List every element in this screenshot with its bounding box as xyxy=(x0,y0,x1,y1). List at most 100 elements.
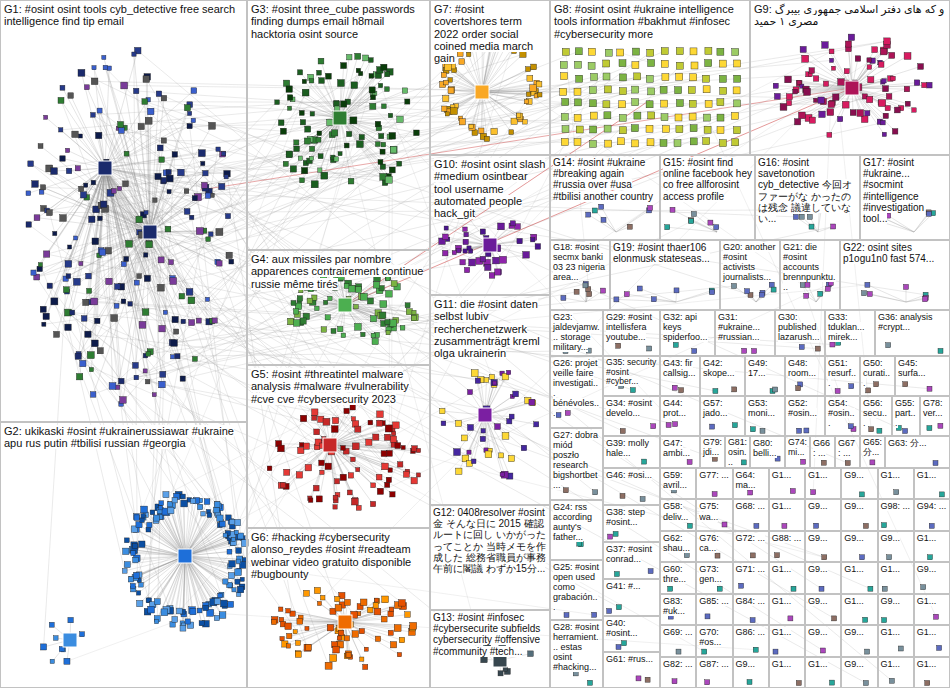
vertex-icon xyxy=(296,472,302,478)
network-edge xyxy=(330,445,419,451)
network-edge xyxy=(200,231,623,431)
vertex-icon xyxy=(372,338,378,344)
vertex-icon xyxy=(411,478,417,484)
vertex-icon xyxy=(220,151,226,157)
network-edge xyxy=(105,100,148,168)
network-edge xyxy=(105,168,195,359)
network-edge xyxy=(340,56,358,118)
vertex-icon xyxy=(319,460,325,466)
vertex-icon xyxy=(328,296,332,300)
vertex-icon xyxy=(367,607,373,613)
network-edge xyxy=(330,423,383,445)
network-edge xyxy=(125,556,185,571)
vertex-icon xyxy=(389,133,396,140)
vertex-icon xyxy=(102,55,106,59)
vertex-icon xyxy=(136,216,143,223)
vertex-icon xyxy=(203,171,208,176)
vertex-icon xyxy=(68,93,74,99)
network-edge xyxy=(127,540,185,556)
vertex-icon xyxy=(38,144,43,149)
network-edge xyxy=(105,168,171,262)
vertex-icon xyxy=(172,316,178,322)
vertex-icon xyxy=(136,591,140,595)
network-edge xyxy=(177,351,565,356)
vertex-icon xyxy=(224,175,228,179)
vertex-icon xyxy=(155,173,161,179)
vertex-icon xyxy=(384,434,390,440)
vertex-icon xyxy=(153,198,157,202)
vertex-icon xyxy=(390,492,395,497)
vertex-icon xyxy=(184,105,190,111)
network-edge xyxy=(68,168,105,313)
vertex-icon xyxy=(218,593,223,598)
vertex-icon xyxy=(370,103,376,109)
vertex-icon xyxy=(172,152,177,157)
vertex-icon xyxy=(42,322,46,326)
network-edge xyxy=(150,232,162,385)
network-edge xyxy=(798,88,852,122)
vertex-icon xyxy=(356,505,361,510)
network-edge xyxy=(627,294,676,302)
vertex-icon xyxy=(163,310,167,314)
vertex-icon xyxy=(278,120,284,126)
network-edge xyxy=(185,556,242,587)
vertex-icon xyxy=(131,551,136,556)
vertex-icon xyxy=(300,178,305,183)
vertex-icon xyxy=(72,131,78,137)
vertex-icon xyxy=(122,569,127,574)
vertex-icon xyxy=(147,522,152,527)
vertex-icon xyxy=(290,166,296,172)
vertex-icon xyxy=(159,325,166,332)
vertex-icon xyxy=(291,301,296,306)
vertex-icon xyxy=(400,325,405,330)
vertex-icon xyxy=(40,306,46,312)
network-edge xyxy=(123,232,150,400)
network-edge xyxy=(63,88,106,168)
vertex-icon xyxy=(121,82,128,89)
vertex-icon xyxy=(377,420,383,426)
vertex-icon xyxy=(44,115,48,119)
vertex-icon xyxy=(397,161,402,166)
hub-avatar xyxy=(338,298,352,312)
network-edge xyxy=(340,118,383,177)
network-edge xyxy=(67,133,319,264)
vertex-icon xyxy=(286,152,292,158)
network-edge xyxy=(150,232,199,321)
vertex-icon xyxy=(166,170,171,175)
network-edge xyxy=(230,288,355,537)
vertex-icon xyxy=(347,131,352,136)
vertex-icon xyxy=(363,664,368,669)
vertex-icon xyxy=(185,619,190,624)
network-edge xyxy=(113,84,826,386)
vertex-icon xyxy=(232,588,236,592)
vertex-icon xyxy=(341,63,347,69)
vertex-icon xyxy=(39,190,44,195)
vertex-icon xyxy=(369,58,374,63)
network-edge xyxy=(50,286,239,537)
network-edge xyxy=(150,192,209,233)
network-edge xyxy=(485,415,502,474)
vertex-icon xyxy=(316,137,321,142)
vertex-icon xyxy=(351,457,356,462)
network-edge xyxy=(185,556,206,624)
network-edge xyxy=(93,232,150,394)
vertex-icon xyxy=(349,286,356,293)
network-edge xyxy=(84,232,150,318)
network-edge xyxy=(185,501,193,556)
vertex-icon xyxy=(134,375,139,380)
vertex-icon xyxy=(137,600,143,606)
vertex-icon xyxy=(205,193,210,198)
vertex-icon xyxy=(153,515,159,521)
vertex-icon xyxy=(166,175,173,182)
hub-avatar xyxy=(63,633,77,647)
vertex-icon xyxy=(412,310,416,314)
vertex-icon xyxy=(332,417,338,423)
network-edge xyxy=(305,118,340,171)
vertex-icon xyxy=(380,312,386,318)
network-edge xyxy=(68,168,105,264)
vertex-icon xyxy=(267,466,272,471)
vertex-icon xyxy=(87,352,94,359)
network-edge xyxy=(84,318,619,607)
vertex-icon xyxy=(302,89,309,96)
vertex-icon xyxy=(304,138,310,144)
